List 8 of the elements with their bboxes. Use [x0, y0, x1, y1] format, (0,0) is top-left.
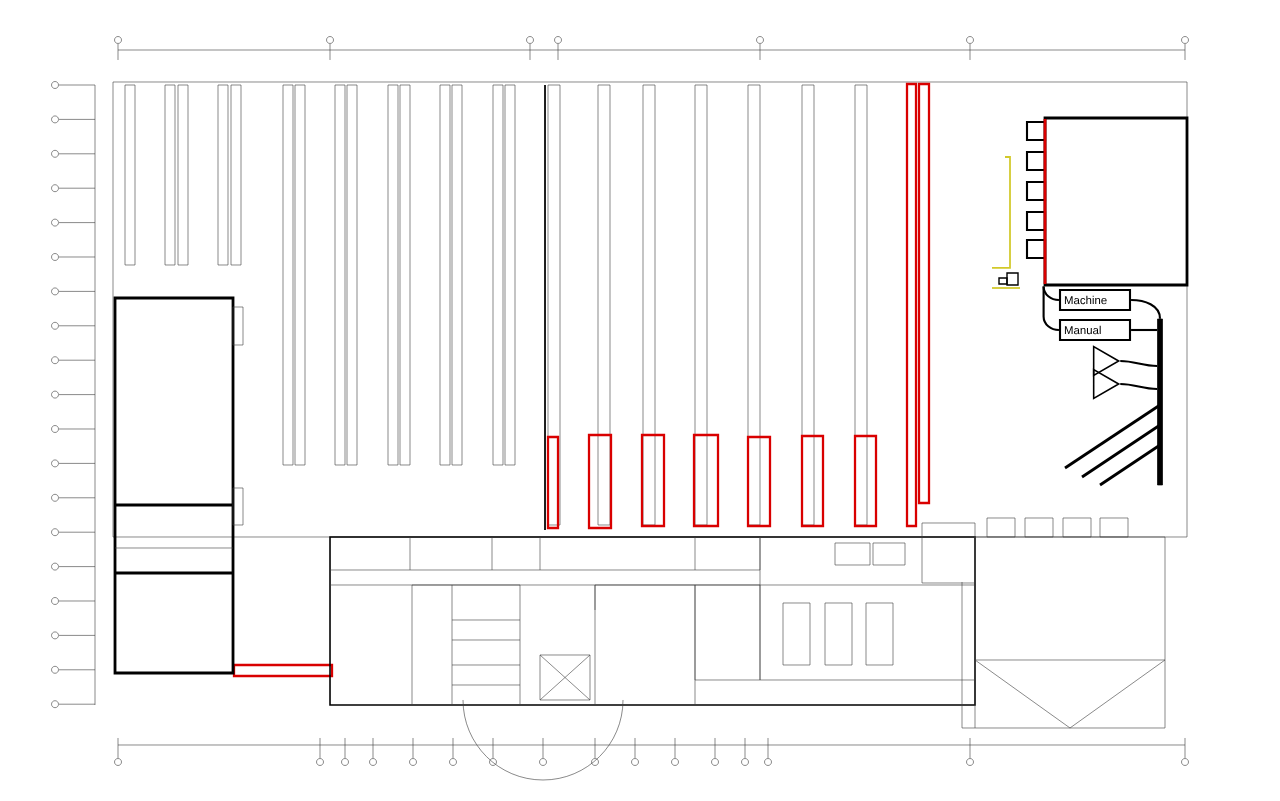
machine-box [1043, 116, 1189, 287]
connector-line [1120, 359, 1158, 368]
conveyor-bar [1157, 318, 1163, 486]
label-box: Manual [1058, 318, 1132, 342]
connector-line [1131, 328, 1158, 332]
connector-line [1131, 298, 1162, 319]
connector-line [1120, 382, 1158, 391]
label-box: Machine [1058, 288, 1132, 312]
